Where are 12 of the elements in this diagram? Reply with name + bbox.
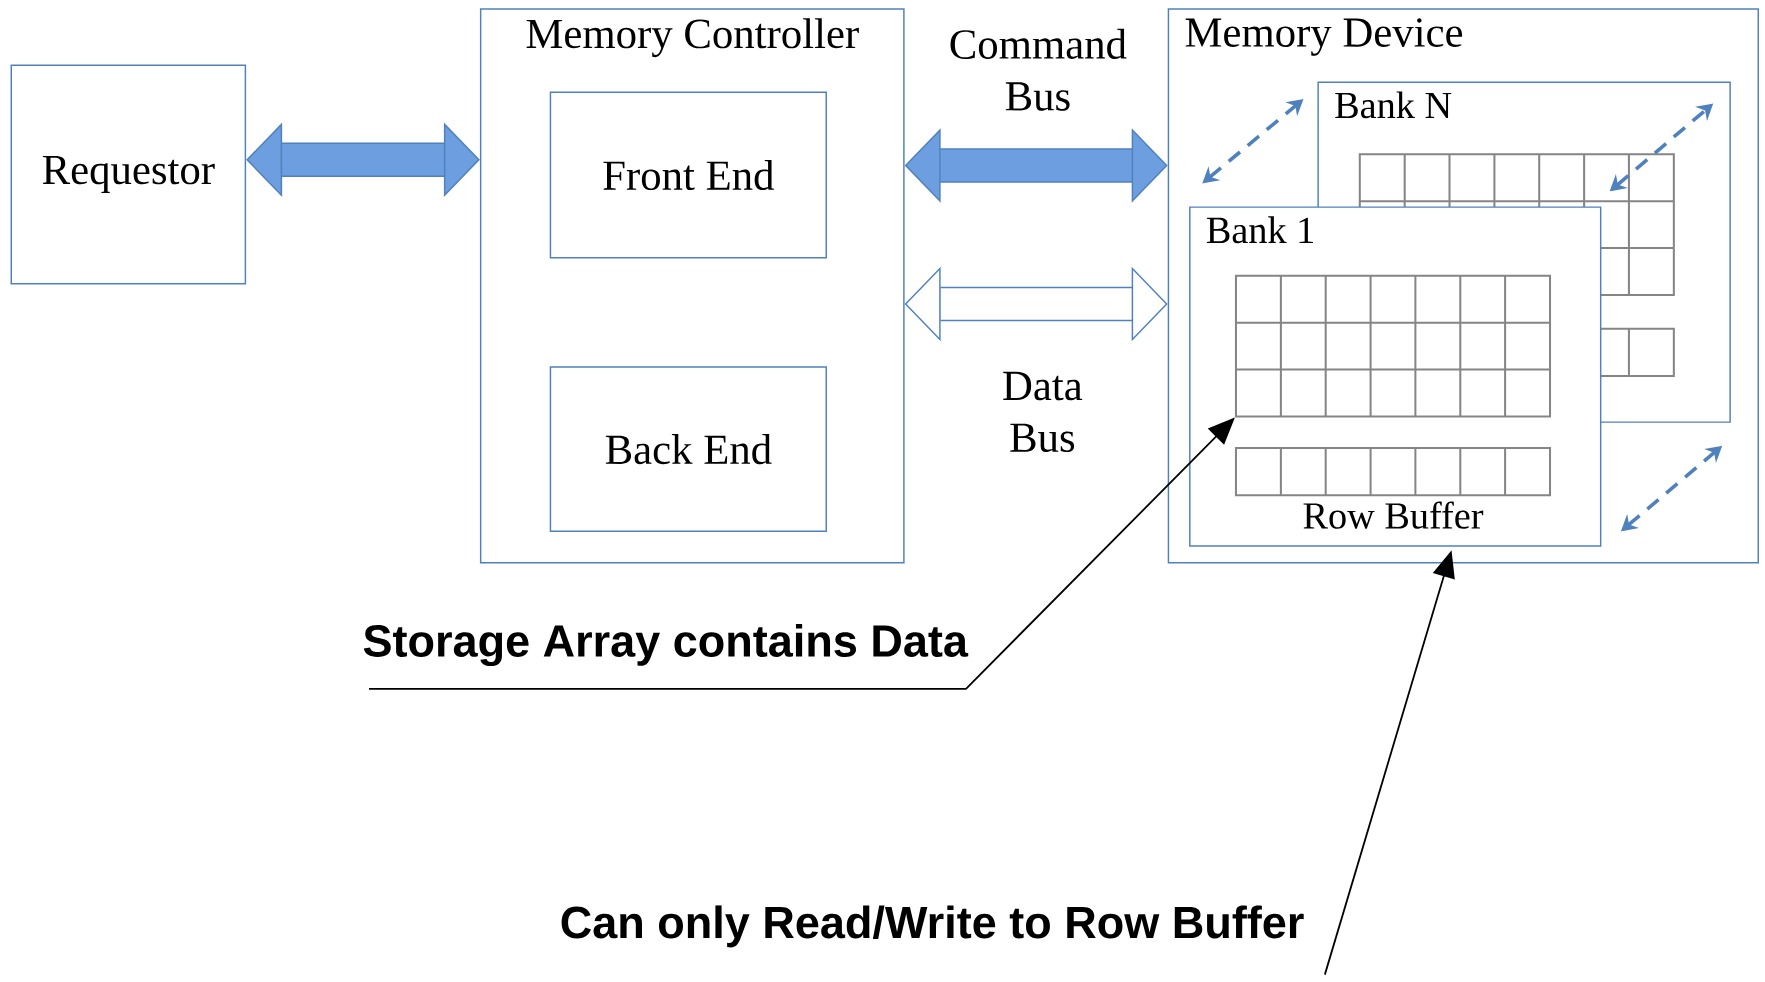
storage-array [1234, 275, 1552, 418]
requestor-box: Requestor [10, 64, 247, 285]
edge-label: Command Bus [950, 29, 1127, 111]
callout-text: Storage Array contains Data [363, 624, 969, 667]
edge-label: Data Bus [1003, 372, 1083, 453]
front-end-box: Front End [549, 91, 827, 259]
block-arrow [904, 266, 1168, 342]
row-buffer-label: Row Buffer [1303, 501, 1484, 530]
callout-text: Can only Read/Write to Row Buffer [561, 905, 1304, 948]
block-arrow [904, 128, 1168, 203]
back-end-box: Back End [549, 366, 827, 533]
block-arrow [246, 122, 480, 198]
